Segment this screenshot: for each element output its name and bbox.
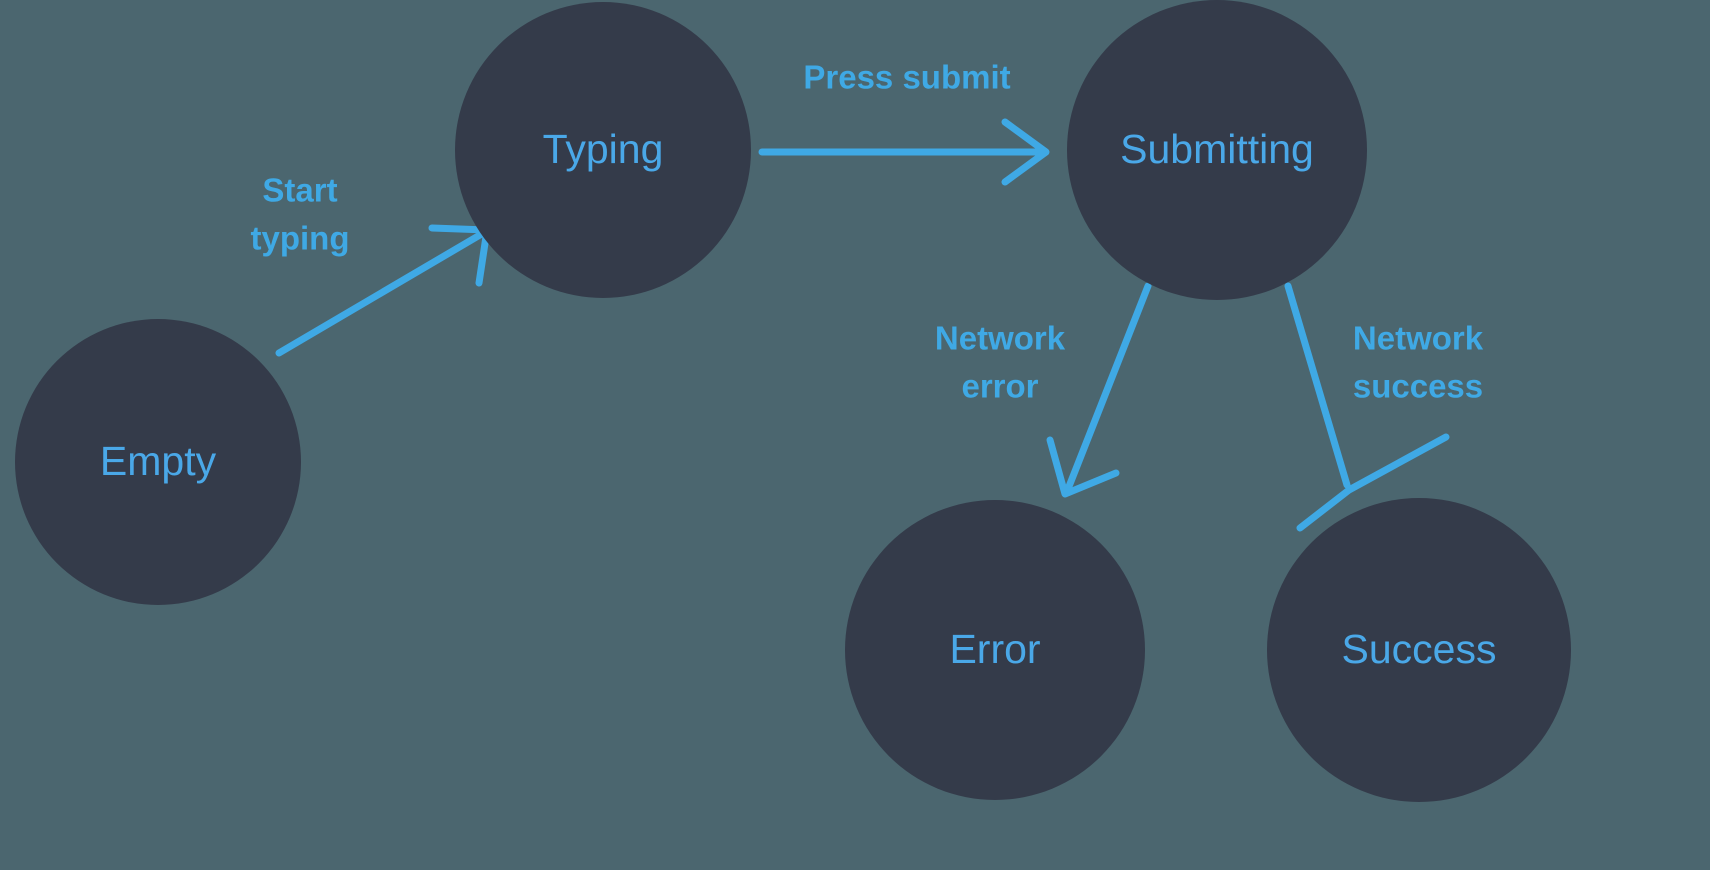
edge-line-submitting-to-error	[1064, 282, 1152, 493]
node-success-circle[interactable]	[1267, 498, 1571, 802]
edge-label-start-typing-line1: Start	[262, 172, 337, 209]
edge-label-press-submit: Press submit	[803, 59, 1010, 96]
arrowhead-submitting-to-error	[1046, 436, 1120, 498]
edge-label-start-typing-line2: typing	[251, 220, 350, 257]
node-typing[interactable]: Typing	[455, 2, 751, 298]
node-typing-circle[interactable]	[455, 2, 751, 298]
edge-label-network-success-line2: success	[1353, 368, 1483, 405]
edge-label-network-success-line1: Network	[1353, 320, 1484, 357]
node-submitting-circle[interactable]	[1067, 0, 1367, 300]
node-error[interactable]: Error	[845, 500, 1145, 800]
arrowhead-submitting-to-success	[1296, 433, 1450, 532]
arrowhead-typing-to-submitting	[1001, 118, 1050, 186]
node-empty[interactable]: Empty	[15, 319, 301, 605]
edge-submitting-to-error	[1046, 282, 1152, 498]
edge-label-network-error: Network error	[935, 320, 1066, 405]
edge-label-start-typing: Start typing	[251, 172, 350, 257]
node-error-circle[interactable]	[845, 500, 1145, 800]
edge-line-submitting-to-success	[1284, 282, 1351, 489]
node-submitting-label: Submitting	[1120, 126, 1314, 172]
edge-label-press-submit-line1: Press submit	[803, 59, 1010, 96]
node-success-label: Success	[1342, 626, 1497, 672]
node-success[interactable]: Success	[1267, 498, 1571, 802]
edge-label-network-error-line1: Network	[935, 320, 1066, 357]
edge-line-empty-to-typing	[275, 228, 489, 357]
node-error-label: Error	[949, 626, 1040, 672]
edge-label-network-error-line2: error	[961, 368, 1038, 405]
edge-typing-to-submitting	[758, 118, 1050, 186]
edge-submitting-to-success	[1284, 282, 1450, 532]
node-submitting[interactable]: Submitting	[1067, 0, 1367, 300]
edge-label-network-success: Network success	[1353, 320, 1484, 405]
node-empty-label: Empty	[100, 438, 217, 484]
node-typing-label: Typing	[543, 126, 664, 172]
node-empty-circle[interactable]	[15, 319, 301, 605]
